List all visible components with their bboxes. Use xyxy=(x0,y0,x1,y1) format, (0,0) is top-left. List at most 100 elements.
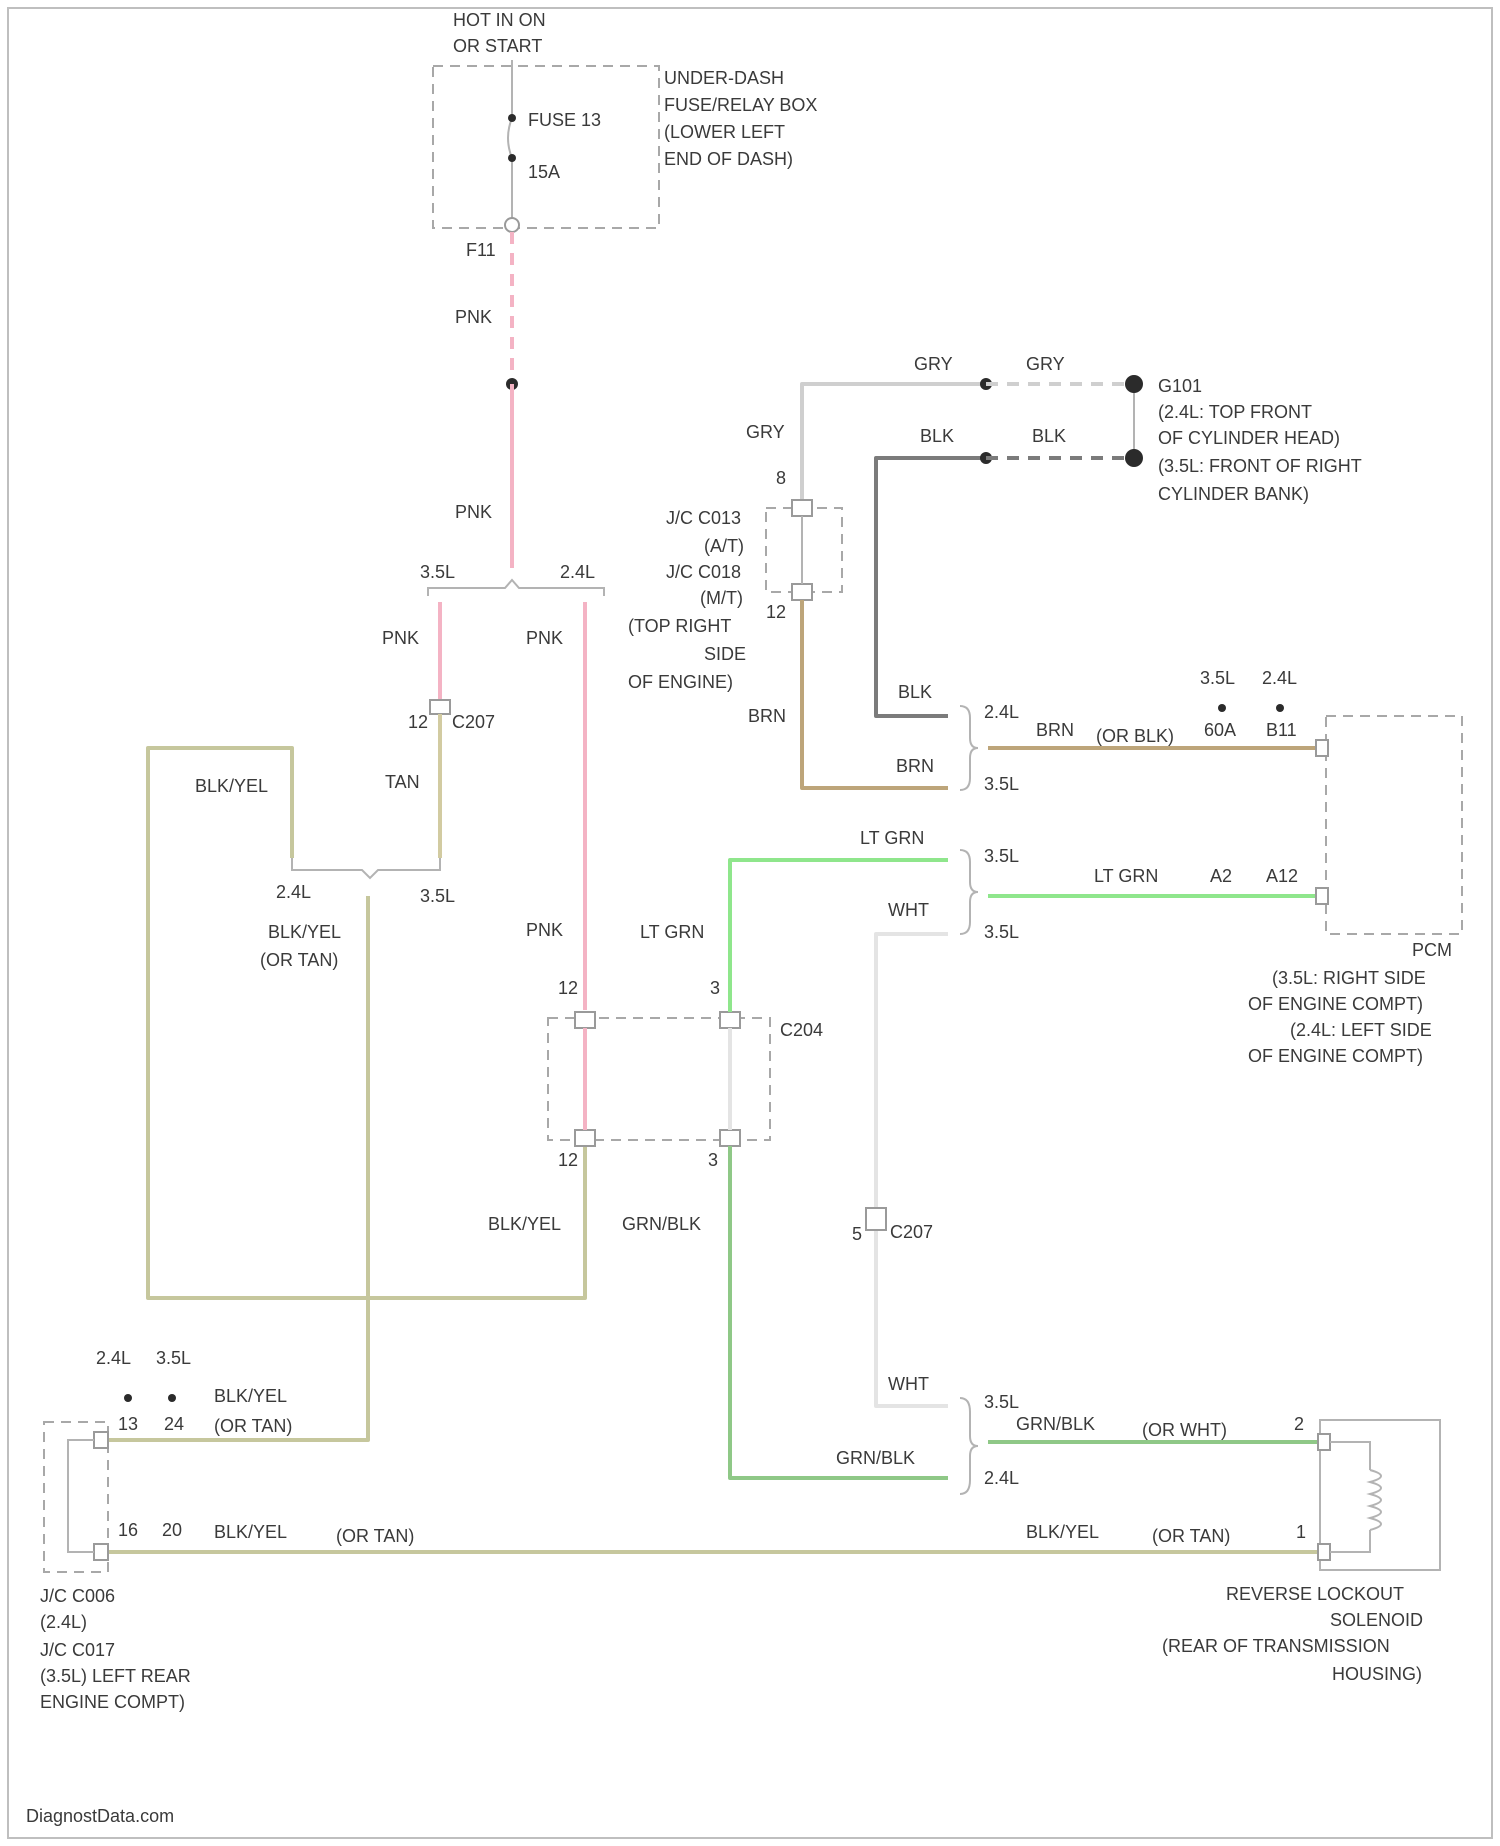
label-engines-l35: 3.5L xyxy=(420,886,455,906)
label-jc-left-desc-3: (3.5L) LEFT REAR xyxy=(40,1666,191,1686)
label-jc-left-pins-top-0: 13 xyxy=(118,1414,138,1434)
watermark: DiagnostData.com xyxy=(26,1806,174,1826)
label-power-source-line1: HOT IN ON xyxy=(453,10,546,30)
blk-yel-c204-label: BLK/YEL xyxy=(488,1214,561,1234)
label-c204-id: C204 xyxy=(780,1020,823,1040)
label-wires-blk-yel: BLK/YEL xyxy=(214,1522,287,1542)
label-wires-blk: BLK xyxy=(898,682,932,702)
label-c204-pins-bottom-0: 12 xyxy=(558,1150,578,1170)
label-solenoid-desc-2: (REAR OF TRANSMISSION xyxy=(1162,1636,1390,1656)
label-wires-gry: GRY xyxy=(914,354,953,374)
label-jc-left-desc-1: (2.4L) xyxy=(40,1612,87,1632)
label-wires-blk-yel: BLK/YEL xyxy=(195,776,268,796)
fuse-box: FUSE 13 15A F11 UNDER-DASH FUSE/RELAY BO… xyxy=(433,60,817,260)
label-pcm-pins-top-variants-0: 3.5L xyxy=(1200,668,1235,688)
label-wires-blk: BLK xyxy=(920,426,954,446)
label-wires-gry: GRY xyxy=(1026,354,1065,374)
label-engines-l24: 2.4L xyxy=(560,562,595,582)
label-jc-top-desc-1: (A/T) xyxy=(704,536,744,556)
label-jc-left-variants-0: 2.4L xyxy=(96,1348,131,1368)
fuse-label: FUSE 13 xyxy=(528,110,601,130)
label-wires-brn: BRN xyxy=(1036,720,1074,740)
label-pcm-pins-top-variants-1: 2.4L xyxy=(1262,668,1297,688)
wht-wire: WHT WHT xyxy=(876,900,948,1406)
label-c204-pins-bottom-1: 3 xyxy=(708,1150,718,1170)
label-jc-top-pin-top: 8 xyxy=(776,468,786,488)
label-solenoid-desc-3: HOUSING) xyxy=(1332,1664,1422,1684)
label-c207-top-id: C207 xyxy=(452,712,495,732)
tan-wire: TAN xyxy=(385,714,440,858)
label-jc-top-pin-bottom: 12 xyxy=(766,602,786,622)
jc-c006-c017: 2.4L 3.5L 13 24 16 20 BLK/YEL (OR TAN) B… xyxy=(40,1348,414,1712)
fuse-box-desc-2: FUSE/RELAY BOX xyxy=(664,95,817,115)
label-solenoid-desc-0: REVERSE LOCKOUT xyxy=(1226,1584,1404,1604)
label-wires-lt-grn: LT GRN xyxy=(860,828,924,848)
label-pcm-desc-2: (2.4L: LEFT SIDE xyxy=(1290,1020,1432,1040)
label-c207-right-id: C207 xyxy=(890,1222,933,1242)
label-jc-top-desc-0: J/C C013 xyxy=(666,508,741,528)
label-wires-pnk: PNK xyxy=(455,502,492,522)
label-pcm-pins-mid-1: A12 xyxy=(1266,866,1298,886)
label-wires-pnk: PNK xyxy=(526,920,563,940)
label-wires-or-tan: (OR TAN) xyxy=(214,1416,292,1436)
label-pcm-desc-0: (3.5L: RIGHT SIDE xyxy=(1272,968,1426,988)
label-jc-left-variants-1: 3.5L xyxy=(156,1348,191,1368)
label-c207-right-pin: 5 xyxy=(852,1224,862,1244)
fuse-rating: 15A xyxy=(528,162,560,182)
grn-blk-wire: GRN/BLK GRN/BLK xyxy=(622,1146,948,1478)
label-engines-l35: 3.5L xyxy=(984,774,1019,794)
label-engines-l24: 2.4L xyxy=(984,702,1019,722)
label-wires-lt-grn: LT GRN xyxy=(1094,866,1158,886)
label-wires-tan: TAN xyxy=(385,772,420,792)
label-pcm-pins-top-1: B11 xyxy=(1266,720,1297,740)
label-jc-top-desc-2: J/C C018 xyxy=(666,562,741,582)
label-engines-l35: 3.5L xyxy=(984,846,1019,866)
label-engines-l35: 3.5L xyxy=(984,922,1019,942)
label-jc-left-desc-0: J/C C006 xyxy=(40,1586,115,1606)
power-source-label: HOT IN ON OR START xyxy=(453,10,546,56)
label-wires-grn-blk: GRN/BLK xyxy=(836,1448,915,1468)
label-wires-grn-blk: GRN/BLK xyxy=(622,1214,701,1234)
label-wires-blk-yel: BLK/YEL xyxy=(1026,1522,1099,1542)
pcm-name: PCM xyxy=(1412,940,1452,960)
blk-yel-wire-to-jc: BLK/YEL (OR TAN) xyxy=(104,896,368,1440)
label-jc-top-desc-5: SIDE xyxy=(704,644,746,664)
label-wires-brn-or-blk: (OR BLK) xyxy=(1096,726,1174,746)
fuse-terminal-label: F11 xyxy=(466,240,496,260)
c207-right-connector: 5 C207 xyxy=(852,1208,933,1244)
label-wires-or-tan: (OR TAN) xyxy=(336,1526,414,1546)
label-engines-l24: 2.4L xyxy=(984,1468,1019,1488)
fuse-box-desc-3: (LOWER LEFT xyxy=(664,122,785,142)
label-wires-lt-grn: LT GRN xyxy=(640,922,704,942)
label-c207-top-pin: 12 xyxy=(408,712,428,732)
label-jc-left-pins-bottom-1: 20 xyxy=(162,1520,182,1540)
lt-grn-wire: LT GRN LT GRN xyxy=(640,828,948,1012)
ground-icon xyxy=(1125,375,1143,393)
label-wires-grn-blk: GRN/BLK xyxy=(1016,1414,1095,1434)
label-jc-left-desc-2: J/C C017 xyxy=(40,1640,115,1660)
label-wires-blk-yel: BLK/YEL xyxy=(488,1214,561,1234)
label-solenoid-pin-bottom: 1 xyxy=(1296,1522,1306,1542)
fuse-icon xyxy=(508,118,512,158)
splice-2.4l-3.5l-mid: 2.4L 3.5L xyxy=(276,858,455,906)
label-solenoid-desc-1: SOLENOID xyxy=(1330,1610,1423,1630)
label-c204-pins-top-1: 3 xyxy=(710,978,720,998)
label-jc-left-pins-bottom-0: 16 xyxy=(118,1520,138,1540)
label-power-source-line2: OR START xyxy=(453,36,542,56)
label-wires-pnk: PNK xyxy=(455,307,492,327)
label-wires-or-tan: (OR TAN) xyxy=(1152,1526,1230,1546)
label-pcm-desc-3: OF ENGINE COMPT) xyxy=(1248,1046,1423,1066)
label-wires-blk-yel: BLK/YEL xyxy=(214,1386,287,1406)
pcm-module: BRN (OR BLK) 3.5L 2.4L 60A B11 LT GRN A2… xyxy=(988,668,1462,1066)
fuse-terminal xyxy=(505,218,519,232)
label-wires-brn: BRN xyxy=(896,756,934,776)
label-ground-desc-2: (3.5L: FRONT OF RIGHT xyxy=(1158,456,1362,476)
blk-wire: BLK BLK BLK xyxy=(876,426,1134,716)
label-ground-desc-0: (2.4L: TOP FRONT xyxy=(1158,402,1312,422)
pnk-wire-3.5l: PNK xyxy=(382,602,440,700)
label-jc-top-desc-6: OF ENGINE) xyxy=(628,672,733,692)
label-wires-pnk: PNK xyxy=(382,628,419,648)
diagram-frame xyxy=(8,8,1492,1838)
reverse-lockout-solenoid: GRN/BLK (OR WHT) 2 BLK/YEL (OR TAN) 1 RE… xyxy=(104,1414,1440,1684)
